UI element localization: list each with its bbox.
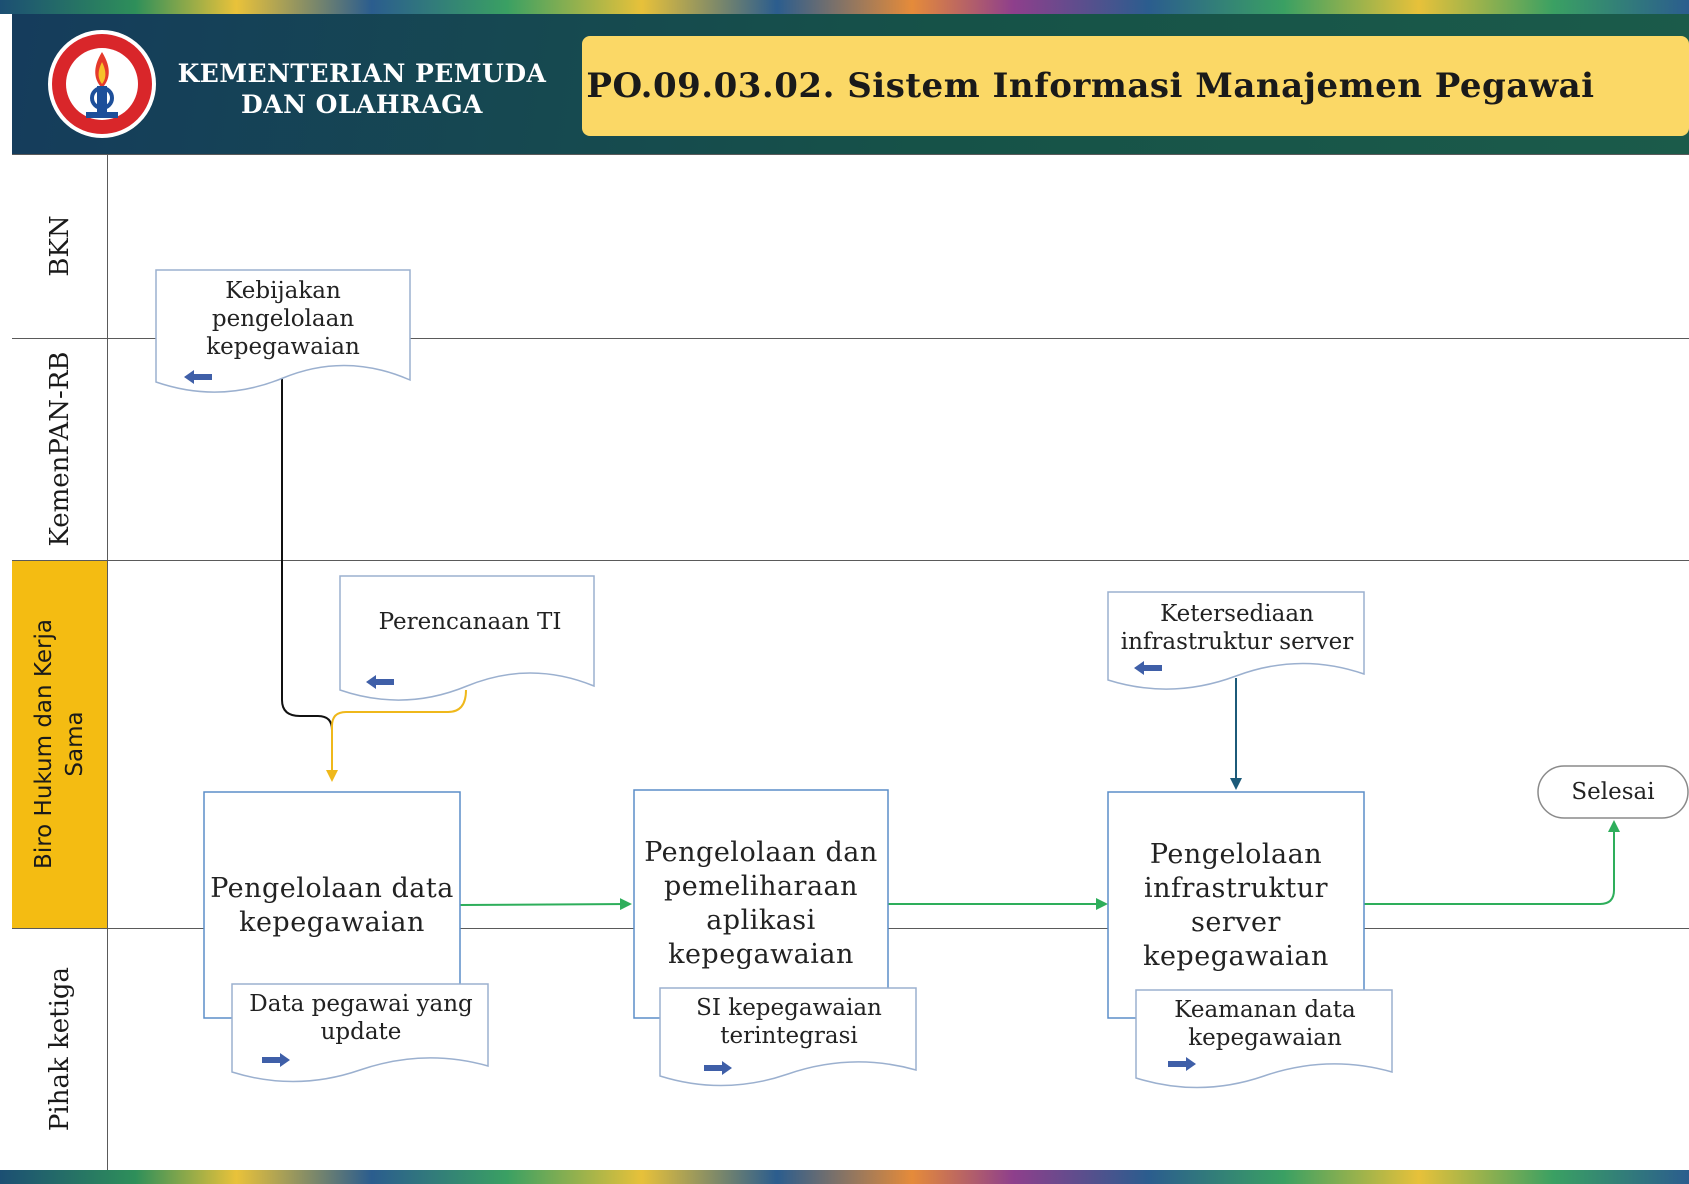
org-name: KEMENTERIAN PEMUDA DAN OLAHRAGA <box>172 58 552 120</box>
doc-shape-perencanaan <box>339 575 595 701</box>
doc-label-keamanan: Keamanan data kepegawaian <box>1174 997 1356 1051</box>
top-color-strip <box>0 0 1689 14</box>
arrow-right-icon <box>262 1053 290 1067</box>
process-label-p1: Pengelolaan data kepegawaian <box>210 873 454 938</box>
doc-shape-keamanan <box>1135 989 1393 1089</box>
doc-shape-data-pegawai <box>231 983 489 1083</box>
arrow-left-icon <box>1134 661 1162 675</box>
arrow-right-icon <box>704 1061 732 1075</box>
header-band: KEMENTERIAN PEMUDA DAN OLAHRAGA PO.09.03… <box>12 14 1689 154</box>
connector-kebijakan <box>281 378 333 778</box>
org-name-line1: KEMENTERIAN PEMUDA <box>177 59 547 88</box>
arrow-right-icon <box>1168 1057 1196 1071</box>
doc-label-kebijakan: Kebijakan pengelolaan kepegawaian <box>206 278 360 360</box>
title-box: PO.09.03.02. Sistem Informasi Manajemen … <box>582 36 1689 136</box>
process-box-p2 <box>633 789 889 1019</box>
connector-p3-end <box>1364 820 1620 905</box>
doc-shape-si-kepegawaian <box>659 987 917 1087</box>
kemenpora-emblem-icon <box>48 30 156 138</box>
page-title: PO.09.03.02. Sistem Informasi Manajemen … <box>586 66 1595 106</box>
connector-perencanaan <box>326 689 467 782</box>
lane-biro-hukum: Biro Hukum dan Kerja Sama <box>12 560 108 928</box>
process-label-p2: Pengelolaan dan pemeliharaan aplikasi ke… <box>644 837 878 970</box>
process-label-p3: Pengelolaan infrastruktur server kepegaw… <box>1143 839 1329 972</box>
doc-label-ketersediaan: Ketersediaan infrastruktur server <box>1120 601 1354 655</box>
doc-label-data-pegawai: Data pegawai yang update <box>249 991 473 1045</box>
process-box-p3 <box>1107 791 1365 1019</box>
arrow-left-icon <box>184 370 212 384</box>
lane-divider <box>12 338 1689 339</box>
org-name-line2: DAN OLAHRAGA <box>241 90 483 119</box>
doc-shape-kebijakan <box>155 269 411 393</box>
doc-shape-ketersediaan <box>1107 591 1365 690</box>
lane-kemenpan-rb: KemenPAN-RB <box>12 338 108 560</box>
bottom-color-strip <box>0 1170 1689 1184</box>
process-box-p1 <box>203 791 461 1019</box>
lane-divider <box>12 560 1689 561</box>
connector-p1-p2 <box>459 898 632 911</box>
arrow-left-icon <box>366 675 394 689</box>
doc-label-perencanaan: Perencanaan TI <box>378 609 562 635</box>
lane-pihak-ketiga: Pihak ketiga <box>12 928 108 1170</box>
lane-divider <box>12 154 1689 155</box>
lane-bkn: BKN <box>12 154 108 338</box>
doc-label-si-kepegawaian: SI kepegawaian terintegrasi <box>696 995 882 1049</box>
terminator-label-end: Selesai <box>1571 779 1655 805</box>
terminator-shape-end <box>1537 765 1689 819</box>
